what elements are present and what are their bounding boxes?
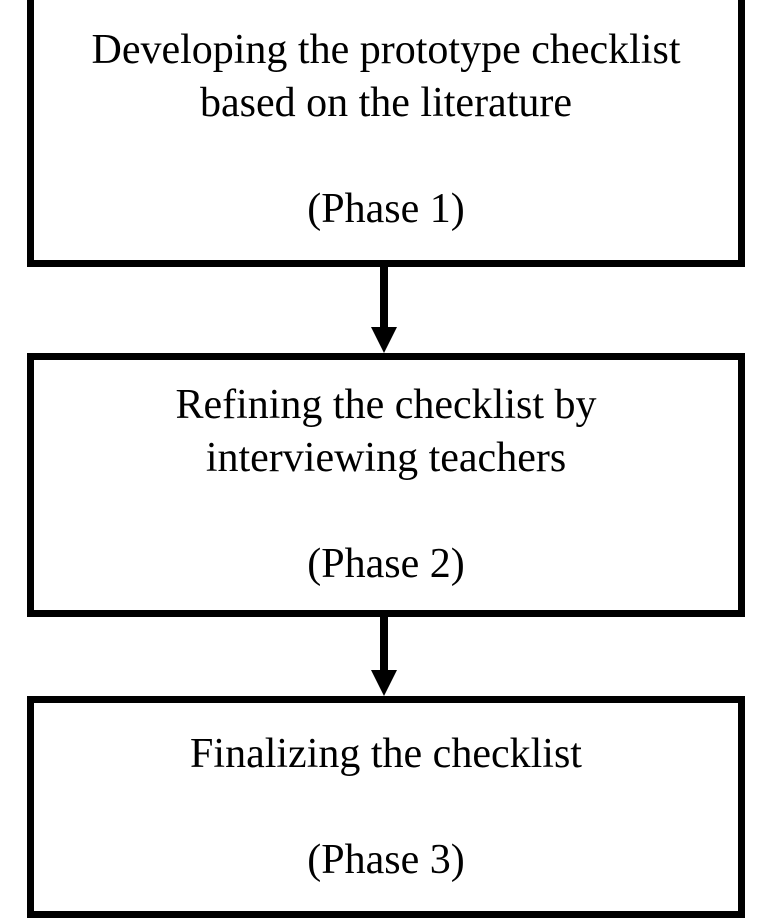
phase-1-label: (Phase 1) bbox=[307, 185, 465, 232]
phase-2-label: (Phase 2) bbox=[307, 541, 465, 587]
arrow-down-icon bbox=[371, 670, 397, 696]
phase-2-title-line-1: Refining the checklist by bbox=[175, 382, 597, 428]
phase-1-title-line-2: based on the literature bbox=[199, 79, 572, 126]
arrow-down-icon bbox=[371, 327, 397, 353]
phase-2-spacer bbox=[34, 485, 738, 538]
phase-3-title-line-1: Finalizing the checklist bbox=[190, 730, 582, 777]
phase-2-title-line-2: interviewing teachers bbox=[205, 435, 567, 481]
phase-3-label: (Phase 3) bbox=[307, 836, 465, 883]
phase-1-box: Developing the prototype checklist based… bbox=[27, 0, 745, 267]
arrow-1-stem bbox=[380, 267, 388, 327]
arrow-2-stem bbox=[380, 617, 388, 670]
phase-3-spacer bbox=[34, 781, 738, 834]
phase-2-box: Refining the checklist by interviewing t… bbox=[27, 353, 745, 617]
phase-1-title-line-1: Developing the prototype checklist bbox=[91, 26, 681, 73]
phase-3-box: Finalizing the checklist (Phase 3) bbox=[27, 696, 745, 918]
phase-1-spacer bbox=[34, 130, 738, 183]
